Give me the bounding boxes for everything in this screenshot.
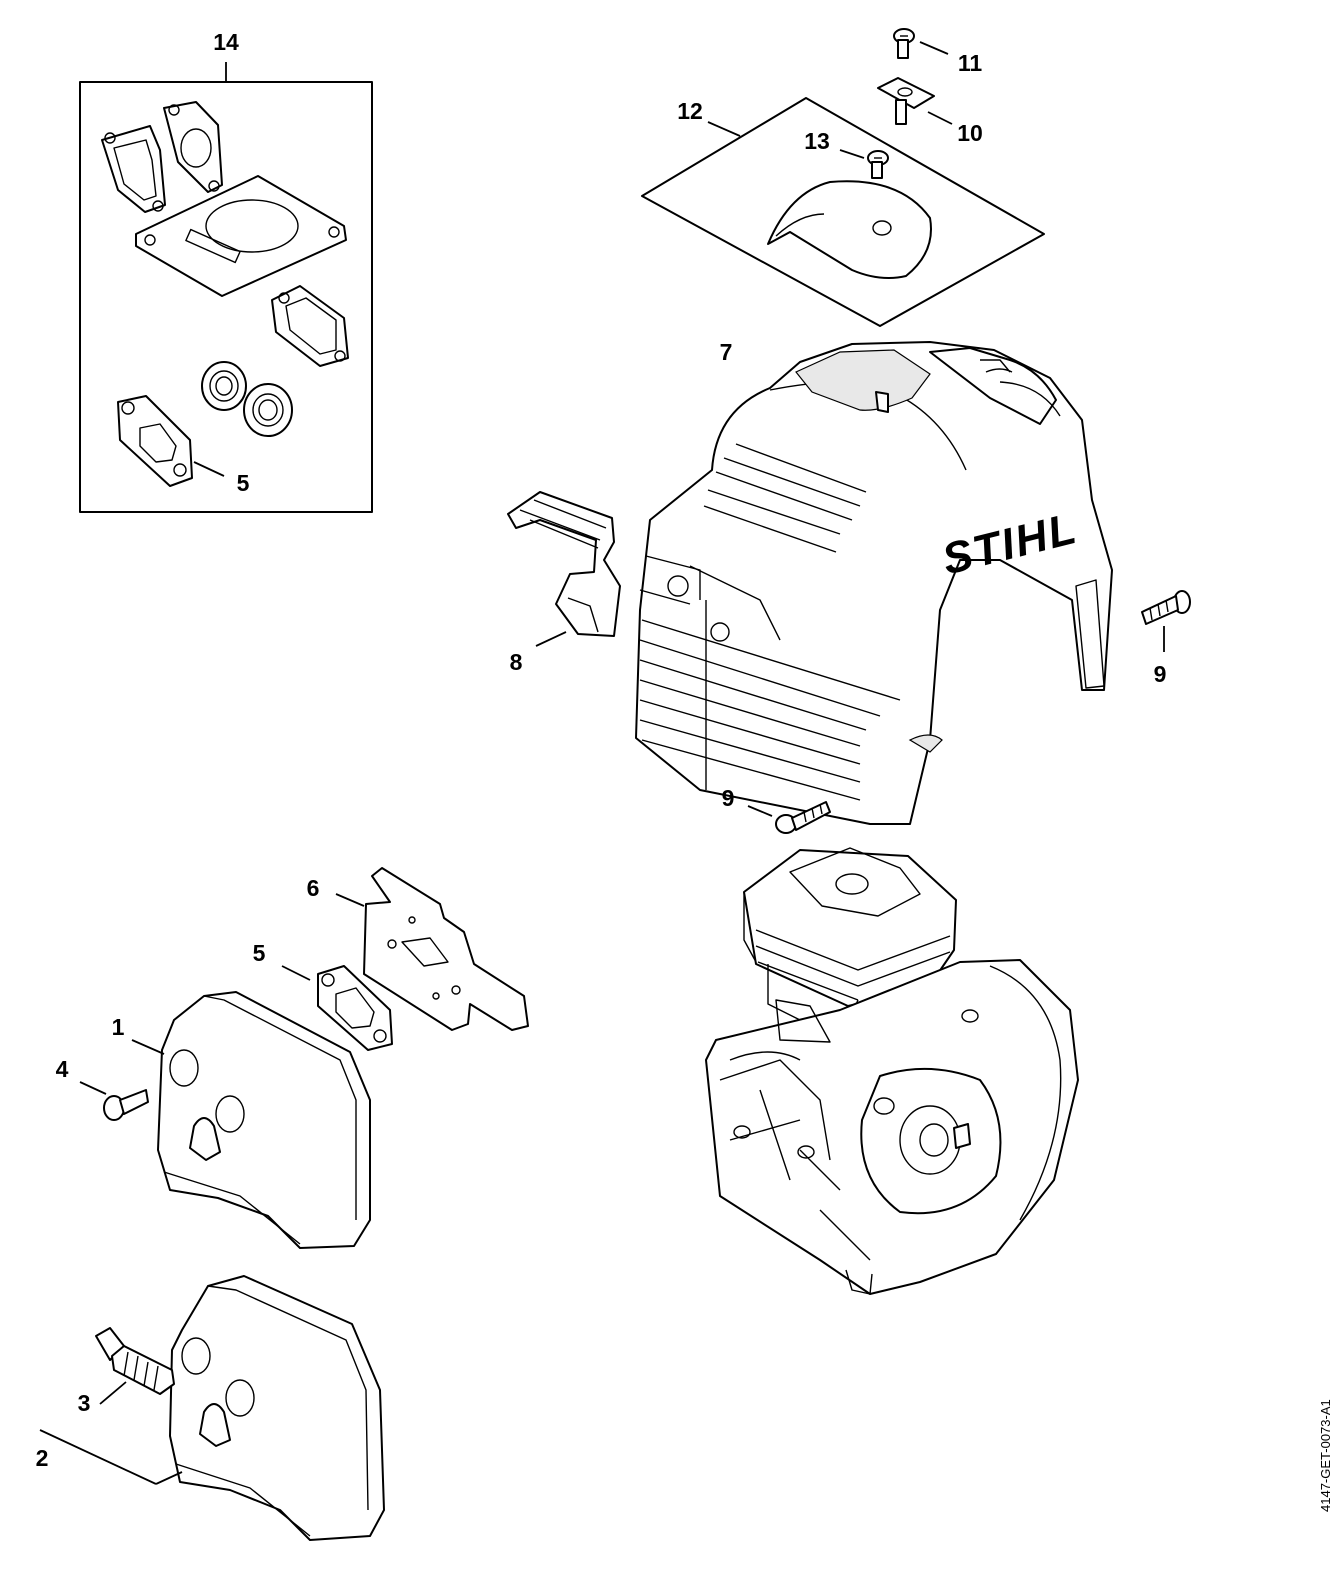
drawing-code: 4147-GET-0073-A1 xyxy=(1318,1399,1333,1512)
callout-5-kit: 5 xyxy=(237,470,250,496)
screw-13 xyxy=(867,150,889,179)
gasket-b xyxy=(163,101,223,193)
muffler-gasket-in-kit xyxy=(117,395,193,487)
spark-arrestor-3 xyxy=(95,1327,175,1395)
callout-10: 10 xyxy=(957,120,983,146)
screw-4 xyxy=(103,1089,149,1121)
gasket-a xyxy=(101,125,166,213)
gasket-kit-14 xyxy=(79,62,373,513)
baffle-8 xyxy=(507,491,621,637)
callout-2: 2 xyxy=(36,1445,49,1471)
cover-kit-12 xyxy=(641,97,1045,327)
callout-1: 1 xyxy=(112,1014,125,1040)
callout-7: 7 xyxy=(720,339,733,365)
callout-3: 3 xyxy=(78,1390,91,1416)
callout-12: 12 xyxy=(677,98,703,124)
shaft-seal-b xyxy=(243,383,293,437)
callout-4: 4 xyxy=(56,1056,69,1082)
callout-13: 13 xyxy=(804,128,830,154)
engine-block xyxy=(705,847,1079,1295)
callout-8: 8 xyxy=(510,649,523,675)
callout-14: 14 xyxy=(213,29,239,55)
screw-9-bottom xyxy=(775,801,831,834)
screw-9-right xyxy=(1141,590,1191,625)
muffler-gasket-5 xyxy=(317,965,393,1051)
callout-5: 5 xyxy=(253,940,266,966)
callout-9-right: 9 xyxy=(1154,661,1167,687)
screw-11 xyxy=(893,28,915,59)
heat-shield-6 xyxy=(363,867,529,1031)
muffler-2 xyxy=(169,1275,385,1541)
callout-11: 11 xyxy=(958,50,983,76)
intake-gasket xyxy=(271,285,349,367)
muffler-1 xyxy=(157,991,371,1249)
top-cap xyxy=(767,180,932,279)
bracket-10 xyxy=(877,77,935,125)
callout-6: 6 xyxy=(307,875,320,901)
cylinder-base-gasket xyxy=(135,175,347,297)
callout-9-bottom: 9 xyxy=(722,785,735,811)
engine-shroud-7: STIHL xyxy=(635,341,1113,825)
shaft-seal-a xyxy=(201,361,247,411)
